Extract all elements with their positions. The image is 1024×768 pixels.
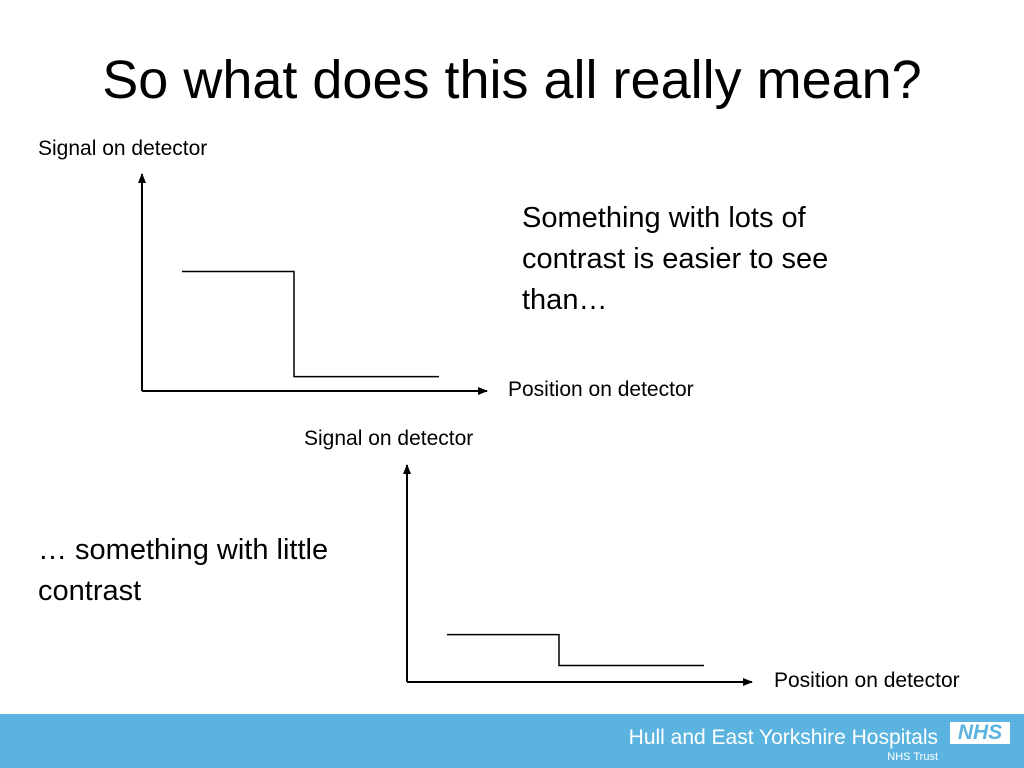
top-caption: Something with lots of contrast is easie… (522, 202, 829, 316)
slide-title: So what does this all really mean? (102, 50, 922, 110)
bottom-caption: … something with little contrast (38, 534, 329, 607)
bottom-signal-step (447, 633, 704, 667)
contrast-diagrams (138, 173, 753, 686)
top-x-axis-label: Position on detector (508, 378, 694, 401)
footer-organisation: Hull and East Yorkshire Hospitals (628, 726, 938, 749)
nhs-logo: NHS (950, 722, 1010, 744)
footer-bar: Hull and East Yorkshire Hospitals NHS Tr… (0, 714, 1024, 768)
footer-trust: NHS Trust (887, 751, 938, 763)
top-y-axis-label: Signal on detector (38, 137, 208, 160)
bottom-y-axis-label: Signal on detector (304, 427, 474, 450)
top-signal-step (182, 270, 439, 378)
bottom-x-axis-label: Position on detector (774, 669, 960, 692)
